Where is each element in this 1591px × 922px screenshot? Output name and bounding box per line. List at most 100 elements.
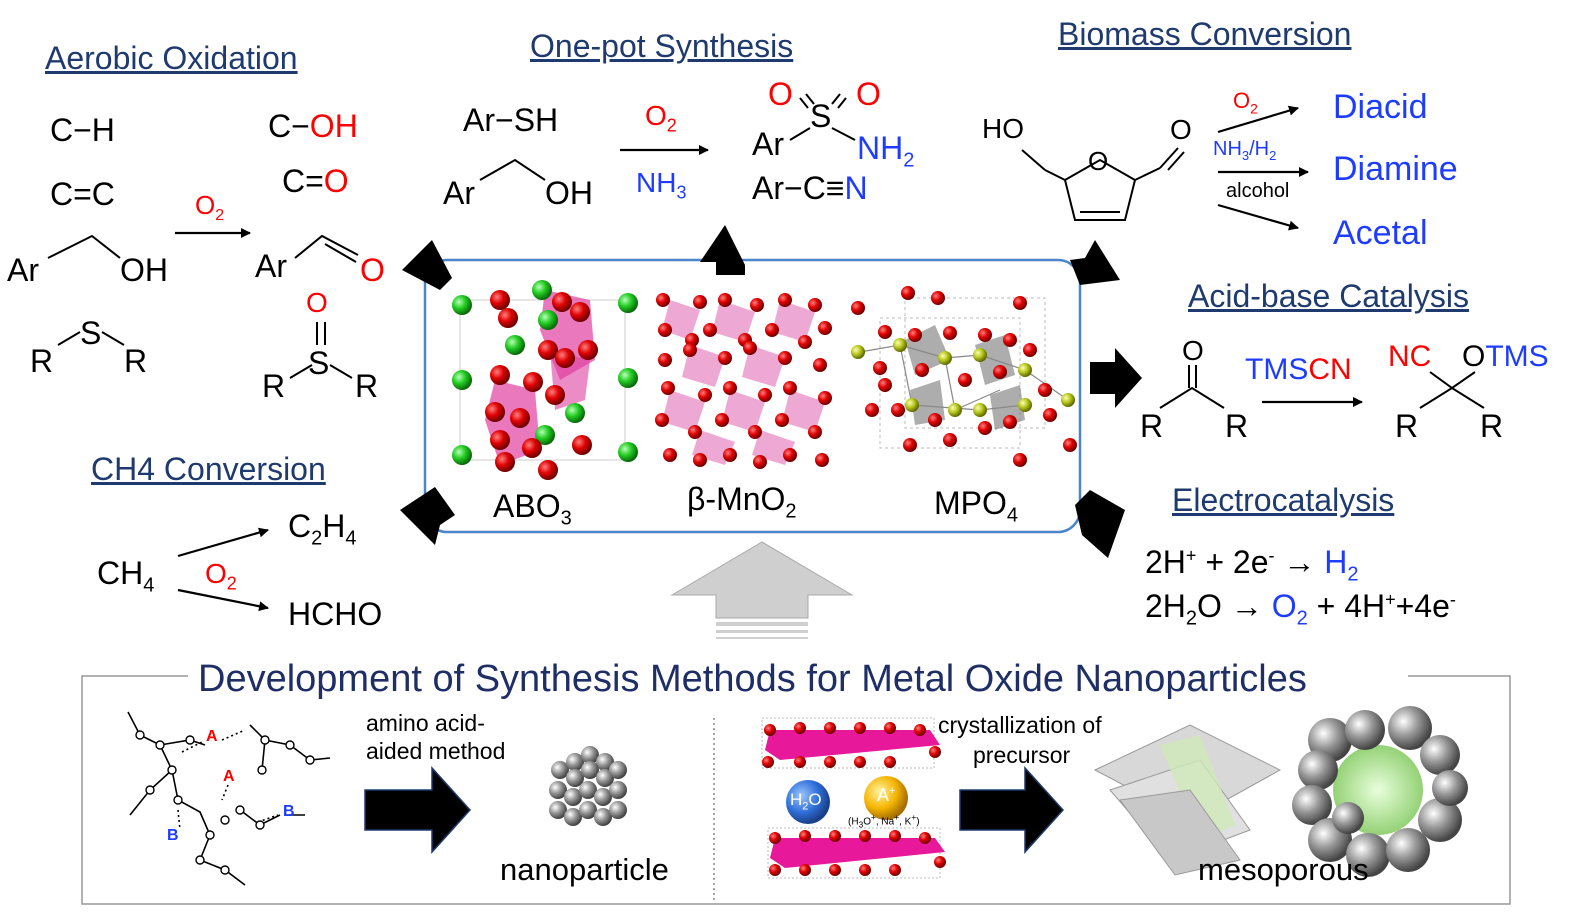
- label-beta-mno2: β-MnO2: [687, 481, 797, 523]
- cyanohydrin-nc: NC: [1388, 340, 1432, 373]
- ketone-r2: R: [1225, 408, 1249, 444]
- cryst-line1: crystallization of: [938, 712, 1102, 738]
- carbonyl-product-c: C=: [282, 163, 324, 199]
- amino-acid-network: [127, 711, 331, 886]
- ch4-reagent-o2: O2: [205, 558, 237, 594]
- onepot-reagent-nh3: NH3: [636, 167, 687, 203]
- alcohol-product-oh: OH: [309, 108, 358, 144]
- sulfonamide-nh2: NH2: [857, 130, 915, 172]
- aldehyde-ar: Ar: [255, 248, 287, 284]
- acidbase-reagent: TMSCN: [1245, 353, 1352, 387]
- electro-h2: H2: [1324, 544, 1359, 586]
- ch4-product-hcho: HCHO: [288, 596, 383, 632]
- catalyst-box: [423, 258, 1082, 534]
- heading-acidbase-catalysis: Acid-base Catalysis: [1188, 278, 1469, 314]
- electro-o2: O2: [1271, 588, 1308, 630]
- product-diacid: Diacid: [1333, 88, 1428, 126]
- ions-label: (H3O+, Na+, K+): [848, 812, 920, 830]
- atom-b1: B: [167, 827, 179, 844]
- electro-eq-her: 2H+ + 2e- → H2: [1145, 544, 1359, 586]
- sulfonamide-s: S: [810, 98, 832, 134]
- heading-ch4-conversion: CH4 Conversion: [91, 451, 326, 487]
- layered-precursor: [761, 717, 946, 879]
- mesoporous-spheres: [1292, 706, 1468, 877]
- arrow-to-onepot: [700, 225, 745, 275]
- nanoparticle-cube: [549, 746, 627, 826]
- reagent-cn: CN: [1308, 353, 1352, 386]
- mesoporous-sheets: [1093, 724, 1282, 876]
- alcohol-product-c-text: C−: [268, 108, 310, 144]
- cyanohydrin-otms-text: OTMS: [1462, 340, 1549, 373]
- product-acetal: Acetal: [1333, 214, 1428, 252]
- sulfide-s: S: [80, 315, 102, 351]
- heading-electrocatalysis: Electrocatalysis: [1172, 482, 1395, 518]
- sulfonamide-ar: Ar: [752, 126, 784, 162]
- heading-biomass-conversion: Biomass Conversion: [1058, 16, 1352, 52]
- nanoparticle-label: nanoparticle: [500, 852, 669, 887]
- sulfonamide-o2: O: [856, 76, 881, 112]
- nitrile-product-n: N: [844, 170, 868, 206]
- abo3-crystal: [452, 280, 638, 480]
- label-abo3: ABO3: [493, 488, 572, 530]
- alcohol-ar: Ar: [7, 252, 39, 288]
- big-arrows: [400, 225, 1142, 558]
- ch4-reactant: CH4: [97, 555, 155, 597]
- mpo4-crystal: [851, 286, 1077, 467]
- sulfide-r2: R: [124, 343, 148, 379]
- hmf-ho: HO: [982, 113, 1024, 144]
- atom-b2: B: [283, 803, 295, 820]
- arrow-to-acidbase: [1090, 348, 1142, 408]
- heading-onepot-synthesis: One-pot Synthesis: [530, 28, 794, 64]
- arrow-to-electro: [1075, 490, 1125, 558]
- water-molecule: [786, 780, 830, 824]
- aerobic-reagent-o2: O2: [195, 190, 225, 225]
- biomass-reagent-alcohol: alcohol: [1226, 180, 1290, 202]
- method-line2: aided method: [366, 738, 506, 764]
- heading-aerobic-oxidation: Aerobic Oxidation: [45, 40, 298, 76]
- product-diamine: Diamine: [1333, 150, 1458, 188]
- sulfonamide-o1: O: [768, 76, 793, 112]
- method-line1: amino acid-: [366, 710, 485, 736]
- gray-up-arrow: [670, 541, 854, 639]
- cyanohydrin-r2: R: [1480, 408, 1504, 444]
- alcohol-oh: OH: [120, 252, 168, 288]
- h2o-label: H2O: [790, 790, 822, 813]
- sulfide-r1: R: [30, 343, 54, 379]
- thiol-reactant: Ar−SH: [463, 102, 559, 138]
- cyanohydrin-otms: OTMS: [1462, 340, 1549, 374]
- mno2-crystal: [655, 293, 832, 469]
- sulfoxide-o: O: [306, 287, 328, 318]
- onepot-reagent-o2: O2: [645, 100, 677, 136]
- hmf-ring-o: O: [1088, 146, 1109, 176]
- ketone-r1: R: [1140, 408, 1164, 444]
- cryst-line2: precursor: [973, 742, 1071, 768]
- atom-a2: A: [223, 768, 235, 785]
- arrow-to-ch4: [400, 487, 455, 545]
- aldehyde-o: O: [360, 252, 385, 288]
- sulfoxide-s: S: [308, 345, 330, 381]
- development-title: Development of Synthesis Methods for Met…: [198, 658, 1307, 700]
- arrow-precursor-to-meso: [959, 766, 1065, 854]
- arrow-to-aerobic: [402, 240, 452, 290]
- cation-sphere: [864, 776, 908, 820]
- reagent-tms: TMS: [1245, 353, 1309, 386]
- benzyl-alcohol-oh: OH: [545, 175, 593, 211]
- biomass-reagent-o2: O2: [1233, 88, 1258, 117]
- atom-a1: A: [206, 728, 218, 745]
- aplus-label: A+: [877, 785, 896, 805]
- sulfoxide-r1: R: [262, 368, 286, 404]
- cyanohydrin-r1: R: [1395, 408, 1419, 444]
- hmf-aldehyde-o: O: [1170, 114, 1192, 145]
- nitrile-product-text: Ar−C≡: [752, 170, 845, 206]
- mesoporous-label: mesoporous: [1198, 852, 1369, 887]
- sulfoxide-r2: R: [355, 368, 379, 404]
- label-mpo4: MPO4: [934, 485, 1019, 527]
- nitrile-product: Ar−C≡N: [752, 170, 868, 207]
- ch-reactant: C−H: [50, 112, 115, 148]
- electro-eq-oer: 2H2O → O2 + 4H++4e-: [1145, 588, 1456, 630]
- cc-reactant: C=C: [50, 176, 115, 212]
- carbonyl-product: C=O: [282, 163, 349, 200]
- arrow-amino-to-nano: [364, 766, 472, 854]
- arrow-to-biomass: [1070, 240, 1120, 285]
